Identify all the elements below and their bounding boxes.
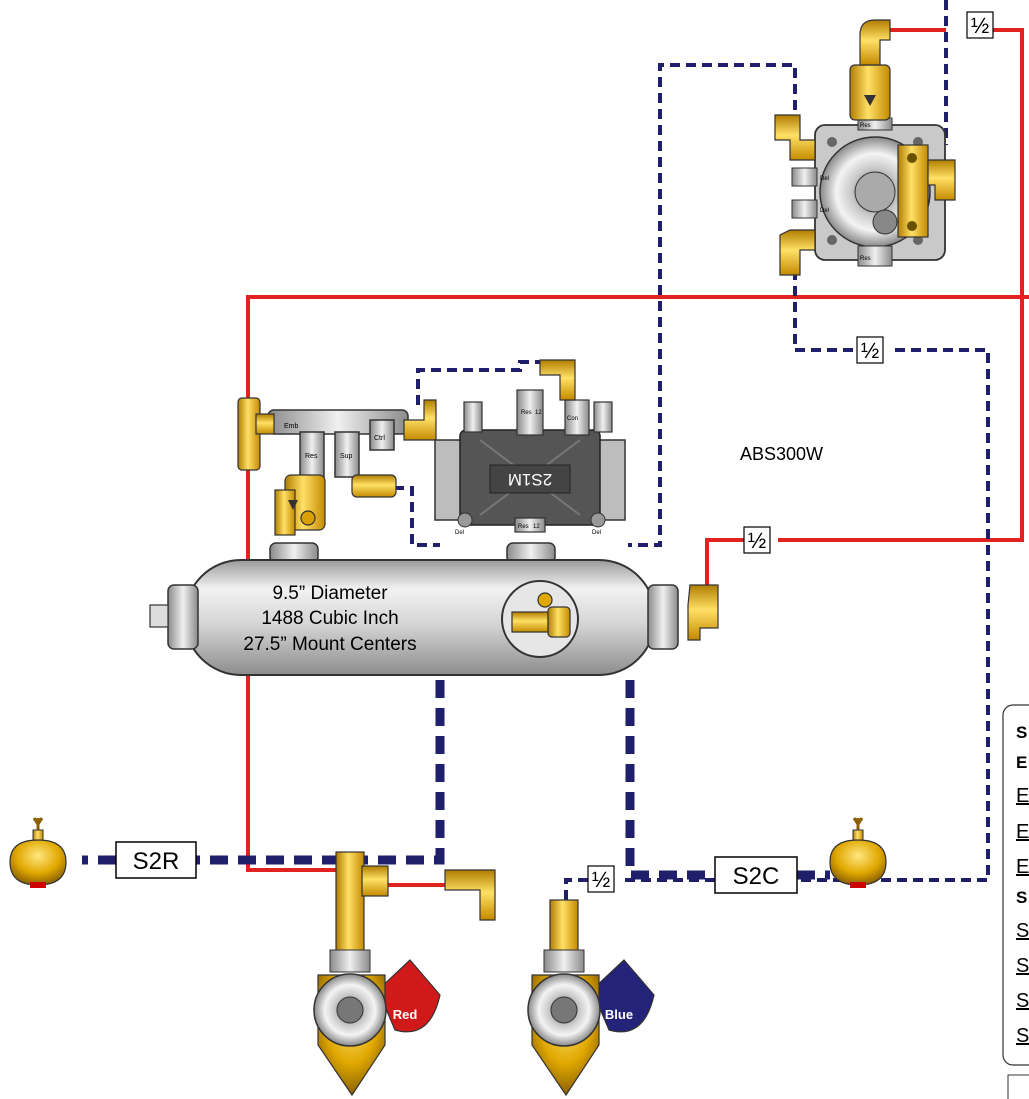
relay-port-res-top: Res: [860, 123, 871, 129]
svg-text:½: ½: [748, 528, 766, 553]
mod-port-12: 12: [535, 410, 542, 416]
mod-port-res-2: Res: [518, 524, 529, 530]
line-size-1: ½: [966, 11, 994, 39]
brass-fitting-icon: [351, 474, 397, 498]
legend-row: S: [1016, 920, 1029, 942]
mod-port-con: Con: [567, 416, 578, 422]
legend-row: E: [1016, 821, 1029, 843]
legend-row: E: [1016, 785, 1029, 807]
port-sup: Sup: [340, 453, 353, 460]
s2c-label: S2C: [714, 856, 798, 894]
drain-valve-icon: [501, 580, 579, 658]
brass-fitting-icon: [403, 399, 437, 441]
model-label: ABS300W: [740, 444, 823, 464]
spring-brake-chamber-icon: [829, 817, 887, 888]
reservoir-mount-centers: 27.5” Mount Centers: [243, 634, 416, 655]
brass-fitting-icon: [274, 474, 326, 536]
line-size-2: ½: [856, 336, 884, 364]
control-gladhand-label: Blue: [605, 1007, 633, 1022]
gladhand-icon: Blue: [527, 899, 655, 1097]
brass-fitting-icon: [237, 397, 275, 471]
gladhand-icon: Red: [313, 851, 496, 1097]
relay-port-del-2: Del: [820, 208, 829, 214]
line-size-3: ½: [743, 526, 771, 554]
port-res: Res: [305, 453, 318, 460]
air-reservoir: 9.5” Diameter 1488 Cubic Inch 27.5” Moun…: [149, 542, 679, 676]
mod-port-res: Res: [521, 410, 532, 416]
mod-port-12-2: 12: [533, 524, 540, 530]
legend-row: S: [1016, 1025, 1029, 1047]
legend-row: S: [1016, 990, 1029, 1012]
svg-text:½: ½: [971, 13, 989, 38]
relay-port-res-bottom: Res: [860, 256, 871, 262]
reservoir-diameter: 9.5” Diameter: [272, 583, 388, 604]
s2r-label: S2R: [115, 841, 197, 879]
control-lines: [82, 0, 990, 955]
svg-text:½: ½: [861, 338, 879, 363]
line-size-4: ½: [587, 865, 615, 893]
tee-valve-assembly: Emb Res Ctrl Sup: [237, 397, 437, 536]
port-ctrl: Ctrl: [374, 435, 385, 442]
relay-port-del-1: Del: [820, 176, 829, 182]
svg-text:S2C: S2C: [733, 863, 780, 890]
legend-row: E: [1016, 753, 1027, 772]
abs-modulator-icon: 2S1M Res 12 Con Res 12 Del Del: [434, 359, 626, 536]
legend-panel: S E E E E S S S S S: [1002, 704, 1029, 1099]
supply-lines: [246, 28, 1029, 887]
svg-text:½: ½: [592, 867, 610, 892]
supply-gladhand-label: Red: [393, 1007, 418, 1022]
modulator-label: 2S1M: [508, 470, 552, 489]
legend-row: E: [1016, 856, 1029, 878]
mod-port-del-left: Del: [455, 530, 464, 536]
svg-text:S2R: S2R: [133, 848, 180, 875]
legend-row: S: [1016, 723, 1027, 742]
relay-valve-icon: Res Res Del Del: [774, 19, 956, 276]
port-emb: Emb: [284, 423, 299, 430]
reservoir-volume: 1488 Cubic Inch: [261, 608, 398, 629]
brass-fitting-icon: [687, 584, 719, 641]
legend-row: S: [1016, 955, 1029, 977]
mod-port-del-right: Del: [592, 530, 601, 536]
spring-brake-chamber-icon: [9, 817, 67, 888]
legend-row: S: [1016, 888, 1027, 907]
